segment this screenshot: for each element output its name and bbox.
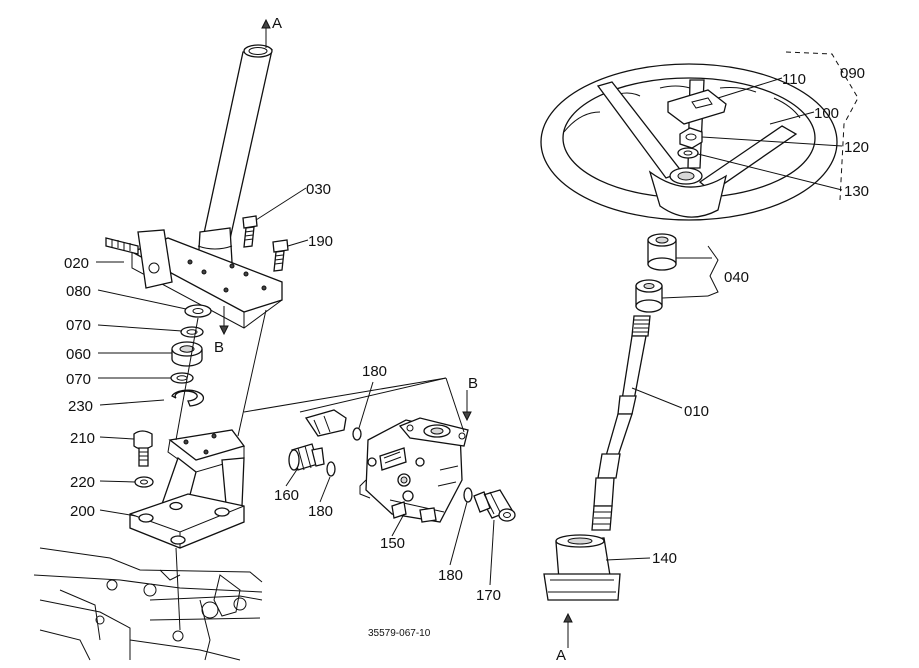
steering-valve-150 <box>359 417 469 523</box>
label-160: 160 <box>274 487 299 504</box>
bearing-060 <box>171 341 203 367</box>
bolt-190 <box>272 239 289 272</box>
label-230: 230 <box>68 398 93 415</box>
bushing-040-upper <box>647 233 677 271</box>
bolt-030 <box>242 215 258 248</box>
o-ring-180-c <box>463 487 473 503</box>
label-060: 060 <box>66 346 91 363</box>
drawing-number: 35579-067-10 <box>368 628 431 639</box>
label-150: 150 <box>380 535 405 552</box>
label-080: 080 <box>66 283 91 300</box>
cap-110 <box>667 89 727 125</box>
label-180-bottom: 180 <box>438 567 463 584</box>
label-170: 170 <box>476 587 501 604</box>
part-labels: A 030 190 020 080 070 B 060 070 230 210 … <box>64 15 869 664</box>
fitting-170 <box>473 489 516 522</box>
label-040: 040 <box>724 269 749 286</box>
label-030: 030 <box>306 181 331 198</box>
label-070-lower: 070 <box>66 371 91 388</box>
cover-140 <box>543 534 621 601</box>
label-190: 190 <box>308 233 333 250</box>
arrow-label-a-top: A <box>272 15 282 32</box>
label-200: 200 <box>70 503 95 520</box>
washer-220 <box>134 476 154 488</box>
column-tube-020 <box>105 44 283 329</box>
snap-ring-230 <box>171 389 205 407</box>
arrow-label-b-right: B <box>468 375 478 392</box>
washer-070-lower <box>170 372 194 384</box>
label-180-top: 180 <box>362 363 387 380</box>
base-bracket-200 <box>129 429 246 549</box>
steering-shaft-010 <box>591 315 651 531</box>
label-090: 090 <box>840 65 865 82</box>
label-220: 220 <box>70 474 95 491</box>
view-arrows <box>219 18 573 648</box>
label-100: 100 <box>814 105 839 122</box>
nut-120 <box>679 127 703 149</box>
bolt-210 <box>133 430 153 467</box>
washer-070-upper <box>180 326 204 338</box>
label-140: 140 <box>652 550 677 567</box>
label-210: 210 <box>70 430 95 447</box>
tube-fitting <box>304 409 347 437</box>
label-020: 020 <box>64 255 89 272</box>
tractor-frame <box>33 547 263 661</box>
leader-lines <box>96 51 859 631</box>
label-130: 130 <box>844 183 869 200</box>
label-110: 110 <box>782 71 806 88</box>
fitting-160 <box>288 443 325 471</box>
o-ring-180-b <box>352 427 362 441</box>
o-ring-180-a <box>326 461 336 477</box>
label-120: 120 <box>844 139 869 156</box>
arrow-label-a-bottom: A <box>556 647 566 664</box>
washer-130 <box>677 147 699 159</box>
bushing-040-lower <box>635 279 663 313</box>
label-070-upper: 070 <box>66 317 91 334</box>
label-010: 010 <box>684 403 709 420</box>
arrow-label-b-left: B <box>214 339 224 356</box>
label-180-left: 180 <box>308 503 333 520</box>
washer-080 <box>184 304 212 318</box>
